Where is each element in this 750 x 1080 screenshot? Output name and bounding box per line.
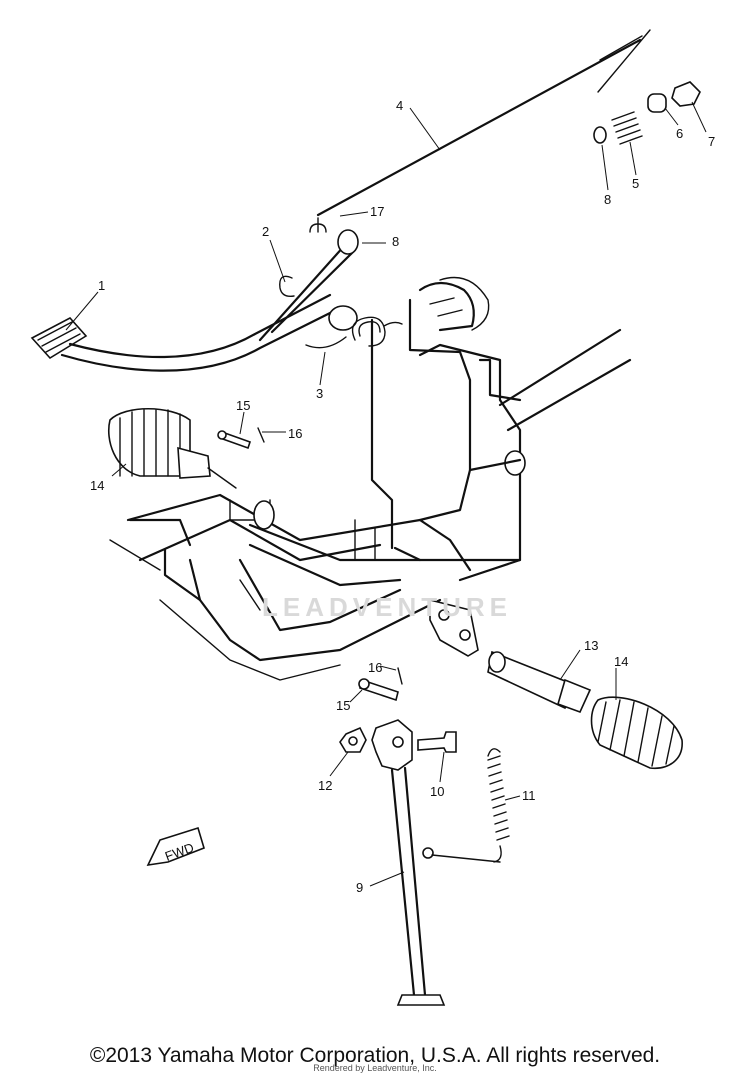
callout-6: 6 [676, 126, 683, 141]
callout-2: 2 [262, 224, 269, 239]
callout-8-rod: 8 [604, 192, 611, 207]
watermark: LEADVENTURE [262, 592, 513, 622]
callout-11: 11 [522, 788, 536, 803]
brake-rod[interactable] [309, 35, 643, 233]
rod-end-parts[interactable] [593, 29, 701, 145]
side-stand[interactable] [339, 719, 510, 1006]
brake-pedal[interactable] [30, 229, 359, 372]
callout-1: 1 [98, 278, 105, 293]
stand-bracket [358, 598, 479, 702]
callout-13: 13 [584, 638, 598, 653]
callout-10: 10 [430, 784, 444, 799]
callout-14-left: 14 [90, 478, 104, 493]
copyright-text: ©2013 Yamaha Motor Corporation, U.S.A. A… [89, 1044, 661, 1067]
callouts: 1 2 3 4 5 6 7 8 8 9 10 11 12 13 14 14 15… [90, 98, 715, 895]
leader-lines [65, 101, 707, 887]
callout-16-upper: 16 [288, 426, 302, 441]
clip-and-spring[interactable] [279, 275, 403, 349]
callout-4: 4 [396, 98, 403, 113]
callout-7: 7 [708, 134, 715, 149]
fwd-arrow: FWD [146, 826, 205, 867]
callout-16-lower: 16 [368, 660, 382, 675]
callout-14-right: 14 [614, 654, 628, 669]
callout-3: 3 [316, 386, 323, 401]
callout-15-upper: 15 [236, 398, 250, 413]
rendered-by-text: Rendered by Leadventure, Inc. [313, 1063, 437, 1073]
callout-12: 12 [318, 778, 332, 793]
callout-15-lower: 15 [336, 698, 350, 713]
pin-upper[interactable] [217, 427, 265, 450]
callout-9: 9 [356, 880, 363, 895]
parts-diagram: FWD 1 2 3 4 5 6 7 8 8 9 10 [30, 29, 715, 1006]
footrest-left[interactable] [108, 407, 237, 489]
frame [109, 276, 632, 681]
callout-17: 17 [370, 204, 384, 219]
footrest-right[interactable] [487, 650, 683, 769]
callout-5: 5 [632, 176, 639, 191]
callout-8-pedal: 8 [392, 234, 399, 249]
